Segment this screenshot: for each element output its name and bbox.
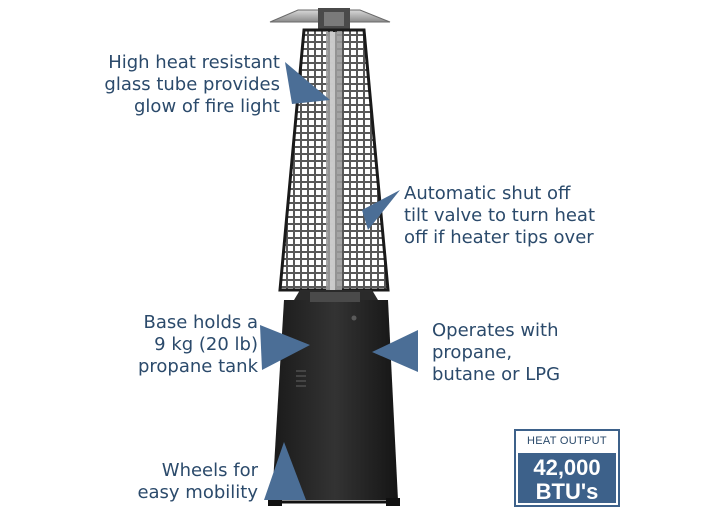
- callout-shut-off-valve: Automatic shut off tilt valve to turn he…: [404, 183, 704, 249]
- arrow-wheels: [264, 442, 306, 500]
- arrow-shut-off: [362, 190, 400, 230]
- callout-glass-tube: High heat resistant glass tube provides …: [40, 52, 280, 118]
- callout-line: Operates with: [432, 320, 559, 341]
- heat-output-value-box: 42,000 BTU's: [518, 453, 616, 504]
- callout-line: glass tube provides: [104, 74, 280, 95]
- wheels: [268, 498, 400, 506]
- pointer-arrows: [260, 62, 418, 500]
- heat-output-value: 42,000: [533, 455, 601, 480]
- callout-line: High heat resistant: [108, 52, 280, 73]
- callout-line: glow of fire light: [134, 96, 280, 117]
- callout-line: easy mobility: [137, 482, 258, 503]
- callout-fuel-types: Operates with propane, butane or LPG: [432, 320, 652, 386]
- callout-line: propane tank: [137, 356, 258, 377]
- callout-line: butane or LPG: [432, 364, 561, 385]
- callout-line: Base holds a: [143, 312, 258, 333]
- heat-output-badge: HEAT OUTPUT 42,000 BTU's: [514, 429, 620, 507]
- callout-line: Automatic shut off: [404, 183, 571, 204]
- callout-base-tank: Base holds a 9 kg (20 lb) propane tank: [70, 312, 258, 378]
- callout-wheels: Wheels for easy mobility: [100, 460, 258, 504]
- arrow-base: [260, 325, 310, 370]
- callout-line: Wheels for: [161, 460, 258, 481]
- heat-output-unit: BTU's: [535, 479, 599, 504]
- arrow-glass-tube: [285, 62, 330, 104]
- base-cabinet: [272, 290, 398, 500]
- reflector-top: [269, 8, 391, 30]
- arrow-fuel: [372, 330, 418, 372]
- callout-line: propane,: [432, 342, 513, 363]
- mesh-guard: [278, 28, 390, 292]
- callout-line: off if heater tips over: [404, 227, 594, 248]
- callout-line: tilt valve to turn heat: [404, 205, 596, 226]
- callout-line: 9 kg (20 lb): [154, 334, 258, 355]
- heat-output-label: HEAT OUTPUT: [527, 435, 607, 447]
